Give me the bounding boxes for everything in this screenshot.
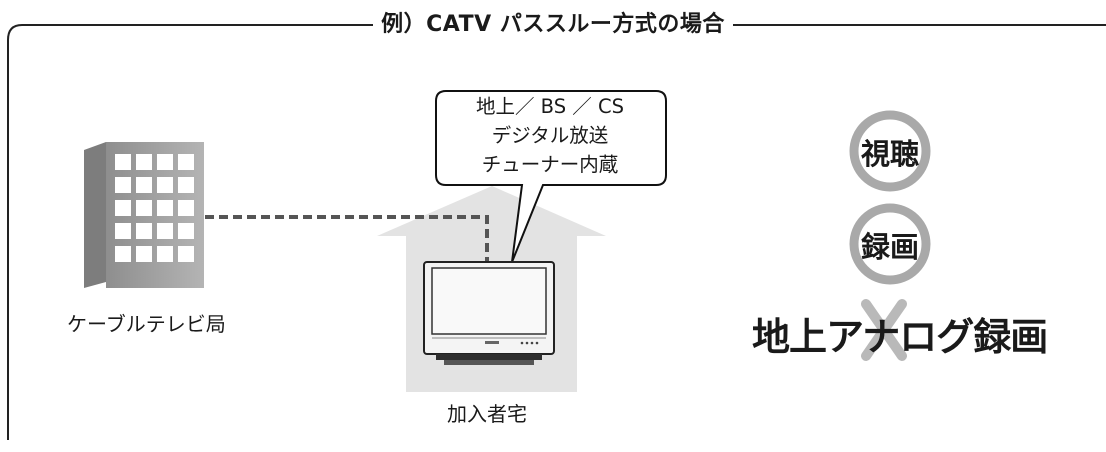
viewing-label: 視聴 bbox=[860, 137, 919, 171]
callout-line: デジタル放送 bbox=[491, 124, 609, 147]
callout-line: 地上／ BS ／ CS bbox=[475, 95, 624, 118]
provider-label: ケーブルテレビ局 bbox=[67, 312, 226, 336]
analog-recording-label: 地上アナログ録画 bbox=[752, 315, 1048, 359]
building-icon bbox=[84, 142, 204, 288]
tv-icon bbox=[423, 261, 555, 365]
home-label: 加入者宅 bbox=[447, 402, 527, 426]
circle-icon bbox=[849, 203, 931, 285]
callout-text: 地上／ BS ／ CS デジタル放送 チューナー内蔵 bbox=[432, 92, 668, 179]
recording-label: 録画 bbox=[860, 230, 919, 264]
callout-line: チューナー内蔵 bbox=[481, 153, 619, 176]
circle-icon bbox=[849, 110, 931, 192]
cable-line bbox=[205, 215, 489, 262]
callout-bubble bbox=[435, 90, 667, 263]
